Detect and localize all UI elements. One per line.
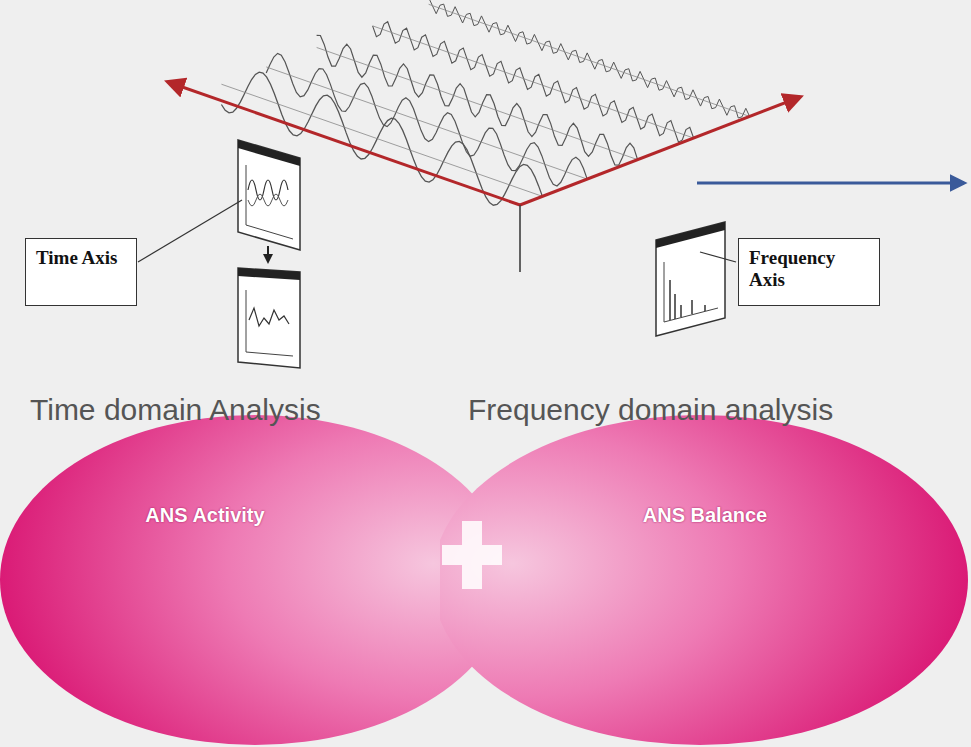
domain-heading: Frequency domain analysis <box>468 393 833 427</box>
vertical-axis <box>519 205 521 272</box>
leader-line <box>138 200 242 262</box>
axis-label-box: Frequency Axis <box>738 238 880 306</box>
time-panel <box>238 268 300 368</box>
frequency-axis-arrow <box>520 97 800 205</box>
wave <box>266 53 587 186</box>
ans-label: ANS Activity <box>145 504 264 527</box>
axis-label: Time Axis <box>36 247 126 269</box>
time-panel <box>238 140 300 250</box>
domain-heading: Time domain Analysis <box>30 393 321 427</box>
axis-label: Frequency Axis <box>749 247 869 291</box>
plus-sign <box>442 521 502 589</box>
time-axis-arrow <box>168 82 520 205</box>
right-lobe: Frequency domain analysisANS Balance <box>440 385 971 747</box>
wave-baseline <box>429 4 750 116</box>
small-arrow <box>267 246 269 262</box>
ans-label: ANS Balance <box>643 504 768 527</box>
lobe-shape <box>0 385 510 747</box>
leader-line <box>700 252 736 262</box>
blue-arrow <box>697 182 964 185</box>
left-lobe: Time domain AnalysisANS Activity <box>0 385 510 747</box>
lobe-shape <box>440 385 971 747</box>
wave <box>429 0 750 118</box>
axis-label-box: Time Axis <box>25 238 137 306</box>
wave <box>317 35 638 165</box>
frequency-panel <box>656 222 725 336</box>
